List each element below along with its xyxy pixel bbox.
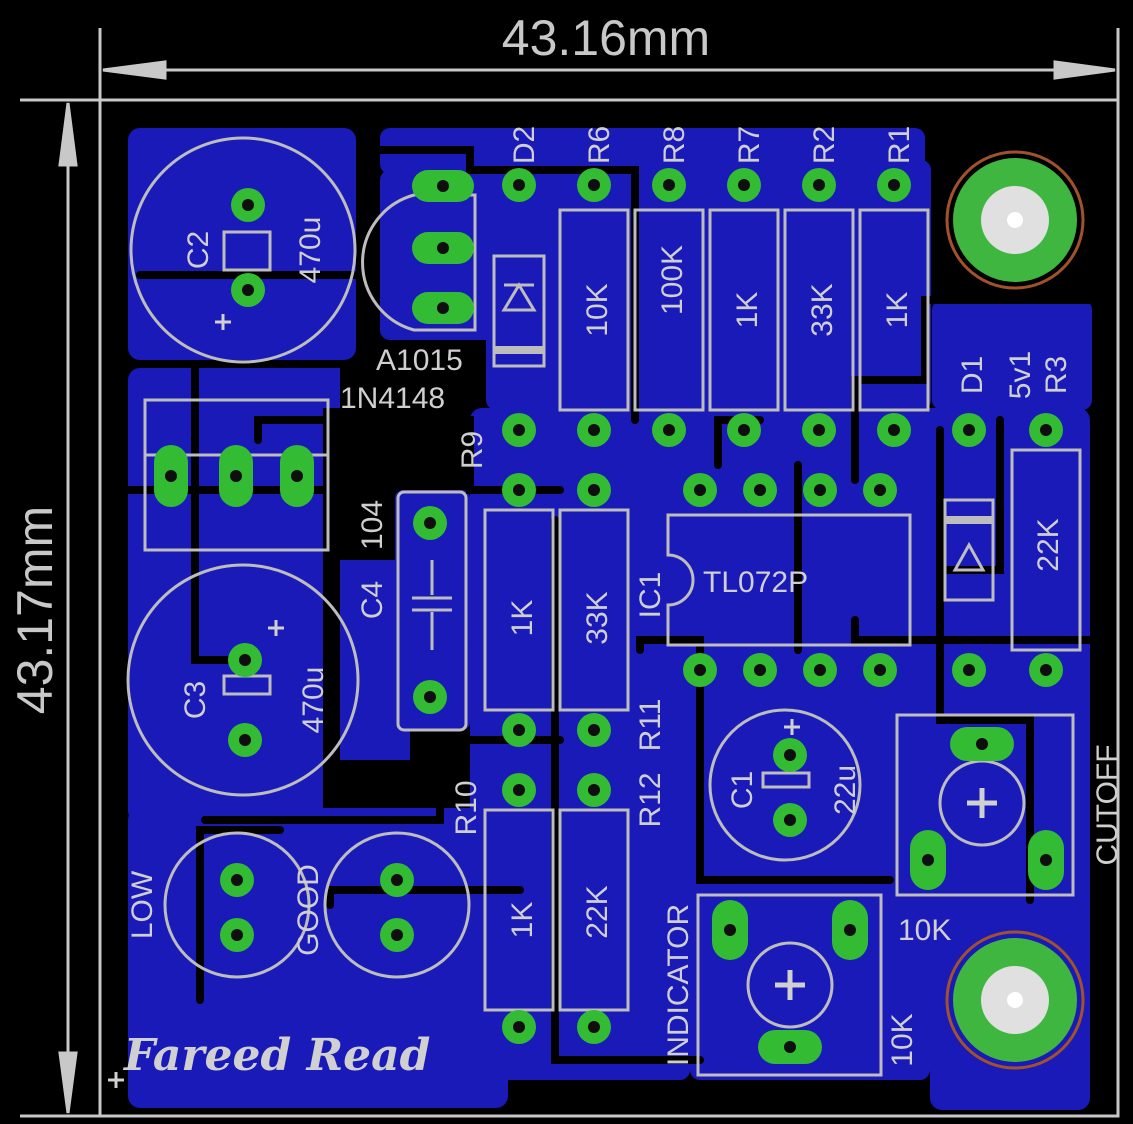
label-r7-value: 1K xyxy=(731,292,764,329)
label-r2-ref: R2 xyxy=(808,126,841,164)
label-c3-ref: C3 xyxy=(179,681,212,719)
label-ic1-ref: IC1 xyxy=(634,572,667,619)
label-c2-value: 470u xyxy=(294,217,327,284)
label-d1-value: 5v1 xyxy=(1004,351,1037,399)
label-r6-value: 10K xyxy=(581,283,614,336)
label-d2-ref: D2 xyxy=(508,126,541,164)
pad-holes xyxy=(165,179,1052,1053)
label-q1-value: A1015 xyxy=(376,344,463,377)
label-r8-value: 100K xyxy=(656,245,689,315)
label-r1-value: 1K xyxy=(881,292,914,329)
label-d2-value: 1N4148 xyxy=(340,382,445,415)
label-c1-value: 22u xyxy=(829,765,862,815)
label-indicator-value: 10K xyxy=(886,1013,919,1066)
label-indicator: INDICATOR xyxy=(662,904,695,1066)
label-r9-ref: R9 xyxy=(456,431,489,469)
label-cutoff: CUTOFF xyxy=(1091,744,1124,865)
label-cutoff-value: 10K xyxy=(898,914,951,947)
label-c4-ref: C4 xyxy=(356,581,389,619)
trimmer-crosses xyxy=(775,788,997,1000)
label-r11-value: 1K xyxy=(506,600,539,637)
width-dimension: 43.16mm xyxy=(502,10,710,66)
label-r3-value: 22K xyxy=(1032,518,1065,571)
label-r12-value: 33K xyxy=(581,591,614,644)
label-r6-ref: R6 xyxy=(583,126,616,164)
polarity-markers xyxy=(108,314,800,1088)
label-r10-ref: R10 xyxy=(450,780,483,835)
label-ic1-value: TL072P xyxy=(703,566,808,599)
board-outline xyxy=(98,98,1120,1118)
label-r22k-value: 22K xyxy=(581,885,614,938)
height-dimension: 43.17mm xyxy=(7,506,63,714)
label-r11-ref: R11 xyxy=(634,699,667,752)
signature: Fareed Read xyxy=(122,1030,430,1081)
dimension-lines xyxy=(20,28,1120,1118)
label-r2-value: 33K xyxy=(806,283,839,336)
mounting-holes xyxy=(953,158,1077,1062)
label-d1-ref: D1 xyxy=(956,356,989,394)
silk-labels: C2 470u D2 R6 10K R8 100K R7 1K R2 33K R… xyxy=(122,126,1124,1081)
label-c1-ref: C1 xyxy=(726,771,759,809)
label-r10-value: 1K xyxy=(506,902,539,939)
label-low: LOW xyxy=(126,870,159,939)
label-r1-ref: R1 xyxy=(883,126,916,164)
label-r3-ref: R3 xyxy=(1040,356,1073,394)
label-c2-ref: C2 xyxy=(182,231,215,269)
label-c3-value: 470u xyxy=(297,667,330,734)
label-c4-value: 104 xyxy=(356,500,389,550)
label-r7-ref: R7 xyxy=(733,126,766,164)
label-r8-ref: R8 xyxy=(658,126,691,164)
label-r12-ref: R12 xyxy=(634,772,667,827)
label-good: GOOD xyxy=(292,864,325,956)
